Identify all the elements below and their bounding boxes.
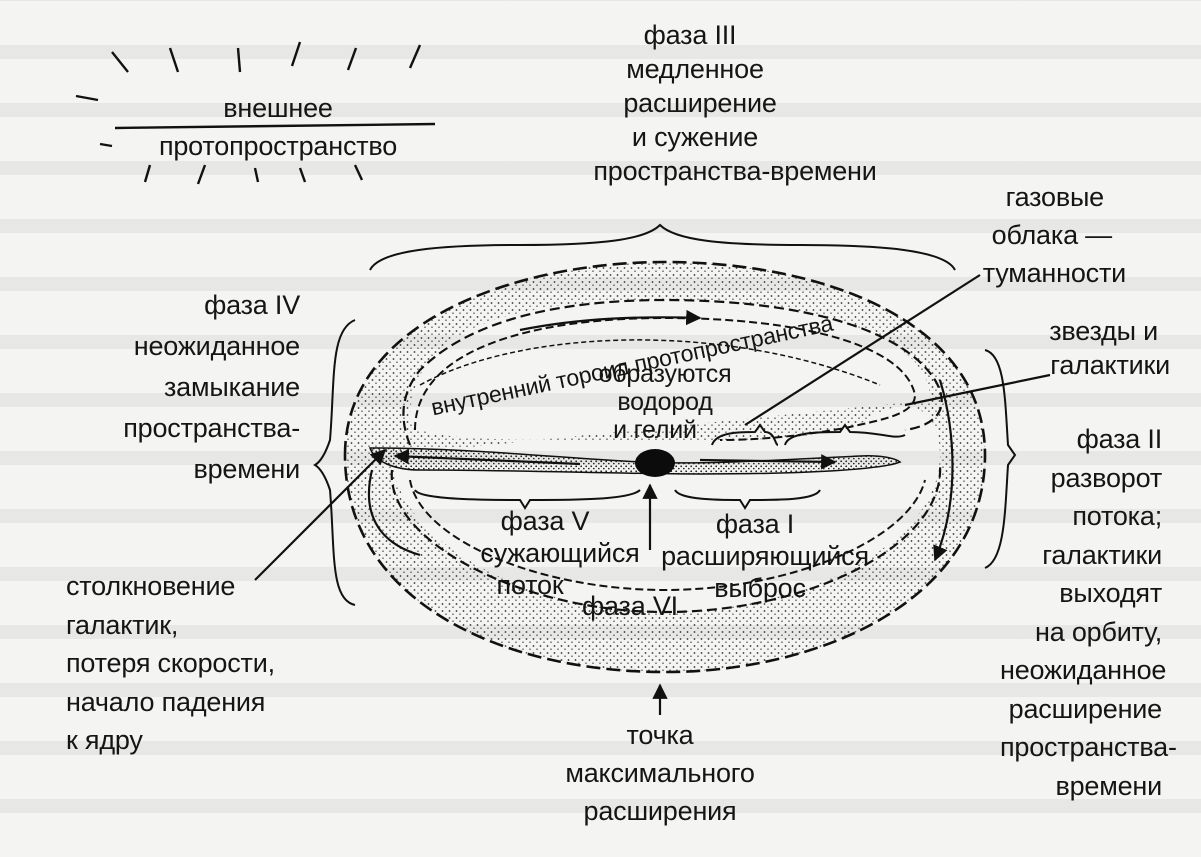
phase3-brace xyxy=(369,223,956,271)
outer-torus-dashed-edge xyxy=(343,260,987,674)
phase2-label: фаза II разворот потока; галактики выход… xyxy=(1000,424,1177,801)
braces xyxy=(313,223,1017,606)
outer-protospace-label: внешнее протопространство xyxy=(158,93,398,161)
flow-arrows xyxy=(254,274,1051,715)
phase4-brace xyxy=(313,319,356,606)
right-turn-arrow xyxy=(933,379,954,562)
phase3-label: фаза III медленное расширение и сужение … xyxy=(593,20,877,186)
phase1-brace xyxy=(674,489,821,510)
collision-pointer xyxy=(254,448,387,581)
gas-clouds-brace xyxy=(711,423,779,446)
gas-clouds-label: газовые облака — туманности xyxy=(982,182,1126,288)
inner-toroid-underline xyxy=(419,339,881,386)
phase5-label: фаза V сужающийся поток xyxy=(480,506,640,600)
stars-brace xyxy=(784,423,906,446)
left-return-arrow xyxy=(367,469,421,557)
phase1-label: фаза I расширяющийся выброс xyxy=(661,509,869,603)
phase6-label: фаза VI xyxy=(582,591,678,621)
central-core xyxy=(635,449,675,477)
phase2-brace xyxy=(984,349,1017,569)
stars-pointer xyxy=(904,373,1051,407)
collision-label: столкновение галактик, потеря скорости, … xyxy=(66,571,275,755)
max-expansion-label: точка максимального расширения xyxy=(565,720,755,826)
phase5-brace xyxy=(414,489,641,510)
equatorial-jet xyxy=(368,447,902,475)
gas-clouds-pointer xyxy=(744,274,981,426)
hydrogen-helium-label: образуются водород и гелий xyxy=(598,360,732,444)
phase1-jet-arrow xyxy=(699,454,837,470)
stars-galaxies-label: звезды и галактики xyxy=(1049,316,1170,380)
lower-cavity-outline xyxy=(409,479,926,592)
inner-loop-lower-outline xyxy=(390,464,942,614)
phase5-jet-arrow xyxy=(393,448,581,466)
inner-loop-upper-outline xyxy=(402,298,943,446)
outer-proto-rays xyxy=(75,41,436,185)
phase4-label: фаза IV неожиданное замыкание пространст… xyxy=(123,290,300,484)
upper-flow-arrow xyxy=(519,309,702,332)
